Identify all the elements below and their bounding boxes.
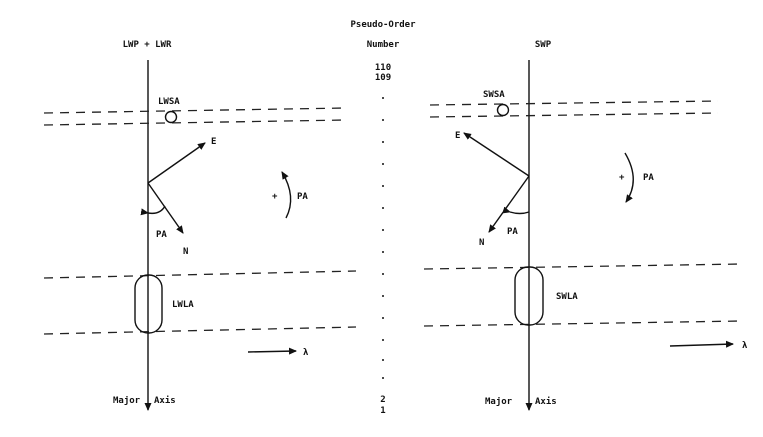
order-ellipsis-dots (382, 97, 384, 379)
left-small-aperture-upper-edge (43, 107, 347, 114)
left-north-vector (147, 182, 184, 234)
order-number-109: 109 (375, 73, 391, 83)
right-pa-angle-arc (502, 206, 530, 215)
right-east-label: E (455, 131, 460, 141)
left-north-label: N (183, 247, 188, 257)
pseudo-order-number-title: Number (367, 40, 400, 50)
left-panel: LWP + LWR LWSA E N PA + PA LWLA λ Major … (43, 40, 357, 411)
left-large-aperture-upper-edge (43, 270, 357, 279)
left-small-aperture-circle (164, 110, 178, 124)
left-wavelength-label: λ (303, 348, 309, 358)
order-number-2: 2 (380, 395, 385, 405)
right-east-vector (463, 132, 530, 177)
right-large-aperture-slot (514, 266, 544, 326)
pseudo-order-title: Pseudo-Order (350, 20, 416, 30)
right-small-aperture-circle (496, 103, 510, 117)
right-north-vector (488, 175, 530, 233)
right-pa-rotation-sign: + (619, 173, 625, 183)
left-pa-rotation-arrow (281, 171, 292, 219)
left-large-aperture-label: LWLA (172, 300, 194, 310)
left-pa-rotation-sign: + (272, 192, 278, 202)
left-large-aperture-lower-edge (43, 326, 357, 335)
order-number-1: 1 (380, 406, 385, 416)
left-small-aperture-lower-edge (43, 119, 347, 126)
right-wavelength-label: λ (742, 341, 748, 351)
left-small-aperture-label: LWSA (158, 97, 180, 107)
right-pa-rotation-label: PA (643, 173, 654, 183)
left-east-label: E (211, 137, 216, 147)
right-wavelength-arrow (669, 340, 734, 348)
right-large-aperture-upper-edge (423, 263, 743, 270)
right-axis-label-axis: Axis (535, 396, 557, 407)
right-north-label: N (479, 238, 484, 248)
left-pa-angle-arc (140, 205, 166, 216)
left-pa-rotation-label: PA (297, 192, 308, 202)
order-number-110: 110 (375, 63, 391, 73)
left-pa-angle-label: PA (156, 230, 167, 240)
left-axis-label-axis: Axis (154, 395, 176, 406)
right-small-aperture-lower-edge (429, 112, 719, 118)
right-large-aperture-lower-edge (423, 320, 743, 327)
right-camera-label: SWP (535, 40, 552, 50)
left-large-aperture-slot (134, 274, 163, 334)
right-large-aperture-label: SWLA (556, 292, 578, 302)
right-panel: SWP SWSA E N PA + PA SWLA λ Major Axis (423, 40, 748, 411)
left-wavelength-arrow (247, 347, 297, 355)
right-axis-label-major: Major (485, 396, 513, 407)
right-small-aperture-label: SWSA (483, 90, 505, 100)
right-pa-rotation-arrow (624, 152, 634, 203)
right-small-aperture-upper-edge (429, 100, 719, 106)
right-pa-angle-label: PA (507, 227, 518, 237)
left-axis-label-major: Major (113, 395, 141, 406)
left-east-vector (147, 142, 206, 184)
left-camera-label: LWP + LWR (123, 40, 172, 50)
